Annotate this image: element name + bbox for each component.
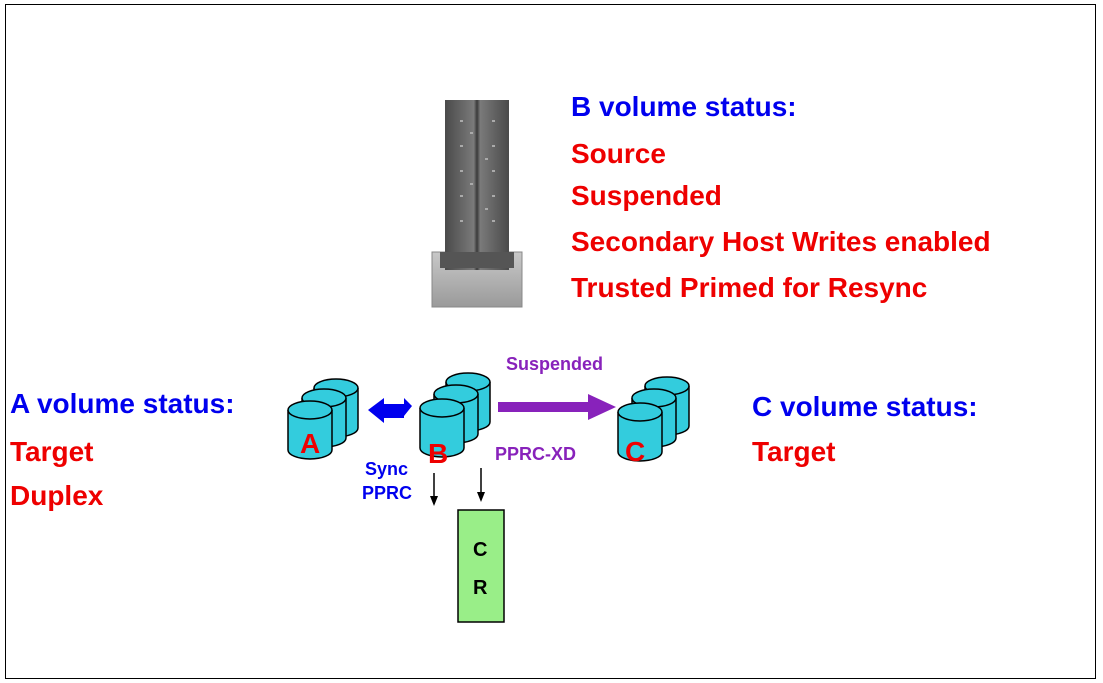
storage-server-icon	[431, 100, 523, 308]
volume-a-label: A	[300, 428, 321, 459]
volume-c-disk-stack-icon	[617, 376, 690, 462]
sync-pprc-arrow-icon	[368, 398, 412, 423]
b-status-line: Trusted Primed for Resync	[571, 272, 928, 303]
volume-a-disk-stack-icon	[287, 378, 359, 460]
cr-box-letter: R	[473, 577, 488, 599]
a-status-line: Duplex	[10, 480, 104, 511]
volume-b-label: B	[428, 438, 449, 469]
b-status-line: Suspended	[571, 180, 722, 211]
a-status-line: Target	[10, 436, 94, 467]
b-status-line: Secondary Host Writes enabled	[571, 226, 991, 257]
pprc-label: PPRC	[362, 483, 413, 503]
b-status-line: Source	[571, 138, 666, 169]
cr-box	[457, 509, 505, 623]
c-status-line: Target	[752, 436, 836, 467]
down-arrow-icon	[430, 473, 438, 506]
cr-box-letter: C	[473, 539, 488, 561]
volume-b-disk-stack-icon	[419, 372, 491, 458]
a-status-heading: A volume status:	[10, 388, 235, 419]
sync-label: Sync	[365, 459, 409, 479]
c-status-heading: C volume status:	[752, 391, 978, 422]
slide-frame	[5, 4, 1096, 679]
pprc-xd-arrow-icon	[498, 394, 616, 420]
down-arrow-icon	[477, 468, 485, 502]
pprc-xd-label: PPRC-XD	[495, 444, 577, 464]
b-status-heading: B volume status:	[571, 91, 797, 122]
volume-c-label: C	[625, 436, 646, 467]
suspended-label: Suspended	[506, 354, 604, 374]
